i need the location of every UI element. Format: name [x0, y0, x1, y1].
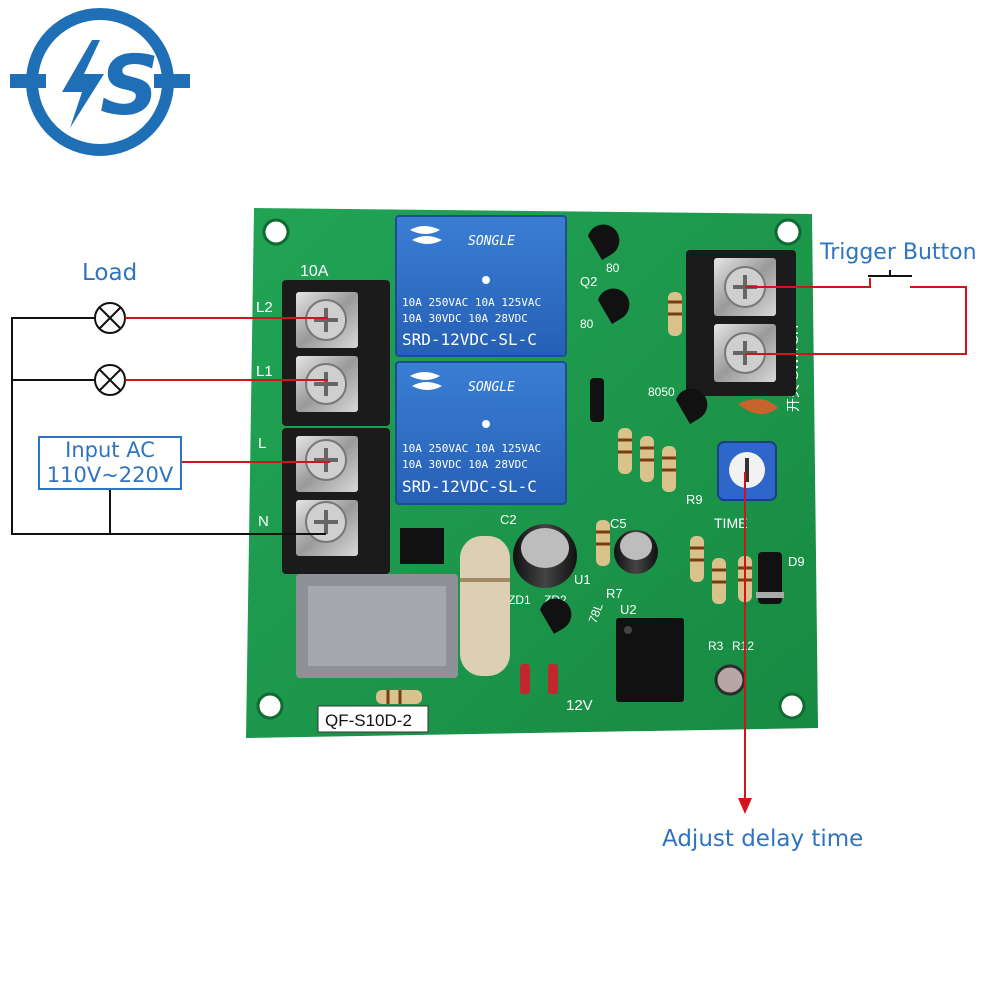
input-ac-voltage: 110V~220V — [46, 463, 174, 487]
wiring-neutral — [11, 317, 326, 535]
resistors — [376, 292, 752, 704]
led — [714, 664, 746, 696]
component-label-c5: C5 — [610, 516, 627, 531]
delay-potentiometer — [717, 441, 777, 501]
mount-hole — [262, 218, 290, 246]
input-ac-label: Input AC — [65, 438, 155, 462]
diodes — [520, 378, 784, 694]
terminal-block-output — [282, 280, 390, 426]
component-label-80a: 80 — [606, 261, 620, 275]
mount-hole — [774, 218, 802, 246]
component-label-zd1: ZD1 — [508, 593, 531, 607]
component-label-r9: R9 — [686, 492, 703, 507]
current-rating-label: 10A — [300, 263, 329, 280]
component-label-u2: U2 — [620, 602, 637, 617]
terminal-block-input — [282, 428, 390, 574]
load-label: Load — [82, 260, 138, 286]
relay-2-rating-2: 10A 30VDC 10A 28VDC — [402, 458, 528, 471]
voltage-label: 12V — [566, 697, 593, 714]
relay-2: SONGLE 10A 250VAC 10A 125VAC 10A 30VDC 1… — [395, 361, 567, 505]
component-label-u1: U1 — [574, 572, 591, 587]
mount-hole — [778, 692, 806, 720]
component-label-d9: D9 — [788, 554, 805, 569]
relay-1: SONGLE 10A 250VAC 10A 125VAC 10A 30VDC 1… — [395, 215, 567, 357]
terminal-label-l2: L2 — [256, 299, 273, 316]
logo-letter: S — [100, 39, 159, 134]
transistors — [540, 224, 708, 634]
wiring-live — [125, 278, 967, 814]
time-label: TIME — [714, 515, 747, 531]
input-ac-box: Input AC 110V~220V — [38, 436, 182, 490]
component-label-r7: R7 — [606, 586, 623, 601]
power-resistor — [460, 536, 510, 676]
relay-1-rating-1: 10A 250VAC 10A 125VAC — [402, 296, 541, 309]
adjust-delay-label: Adjust delay time — [662, 826, 864, 852]
component-label-r3: R3 — [708, 639, 724, 653]
brand-logo: S — [10, 8, 190, 156]
capacitors — [513, 398, 778, 588]
ic-u2 — [616, 618, 684, 702]
terminal-label-l: L — [258, 435, 266, 452]
terminal-label-l1: L1 — [256, 363, 273, 380]
trigger-button-symbol — [868, 270, 912, 277]
load-lamps — [94, 302, 126, 396]
mount-hole — [256, 692, 284, 720]
model-label-box: QF-S10D-2 — [317, 705, 429, 733]
relay-2-model: SRD-12VDC-SL-C — [402, 477, 537, 496]
component-label-8050: 8050 — [648, 385, 675, 399]
relay-1-model: SRD-12VDC-SL-C — [402, 330, 537, 349]
component-label-q2: Q2 — [580, 274, 597, 289]
arrow-down-icon — [738, 798, 752, 814]
trigger-button-label: Trigger Button — [820, 240, 977, 265]
bridge-rectifier — [400, 528, 444, 564]
lightning-bolt-icon — [62, 40, 104, 128]
relay-1-brand: SONGLE — [468, 234, 515, 249]
component-label-80b: 80 — [580, 317, 594, 331]
relay-2-brand: SONGLE — [468, 380, 515, 395]
model-label: QF-S10D-2 — [325, 711, 412, 730]
relay-1-rating-2: 10A 30VDC 10A 28VDC — [402, 312, 528, 325]
relay-2-rating-1: 10A 250VAC 10A 125VAC — [402, 442, 541, 455]
component-label-78l: 78L — [586, 601, 606, 625]
component-label-r12: R12 — [732, 639, 754, 653]
terminal-block-switch — [686, 250, 796, 396]
component-label-c2: C2 — [500, 512, 517, 527]
terminal-label-n: N — [258, 513, 269, 530]
transformer — [296, 574, 458, 678]
